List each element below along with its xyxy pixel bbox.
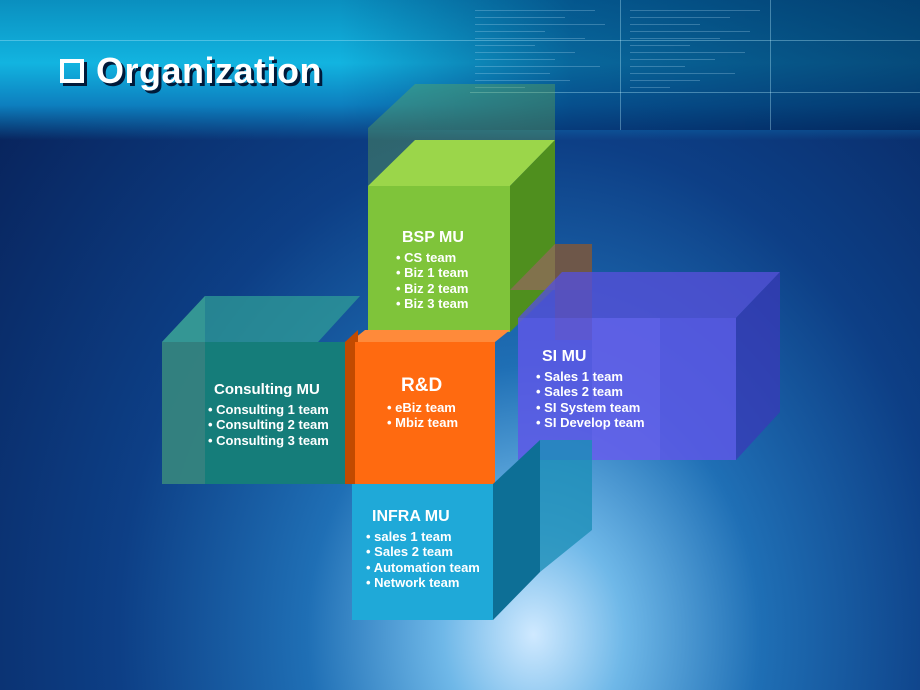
team-item: SI System team xyxy=(536,400,645,416)
team-item: SI Develop team xyxy=(536,415,644,431)
team-item: Biz 2 team xyxy=(396,281,468,297)
team-item: Network team xyxy=(366,575,480,591)
infra-label: INFRA MU sales 1 team Sales 2 team Autom… xyxy=(366,509,480,591)
rnd-block xyxy=(345,330,510,484)
code-texture xyxy=(475,10,615,94)
header-glow xyxy=(340,0,920,130)
checkbox-bullet-icon xyxy=(60,59,84,83)
team-item: Consulting 1 team xyxy=(208,402,329,418)
rnd-label: R&D eBiz team Mbiz team xyxy=(387,375,458,431)
consulting-title: Consulting MU xyxy=(214,381,320,398)
si-block xyxy=(518,272,780,460)
team-item: Biz 1 team xyxy=(396,265,468,281)
team-item: Consulting 2 team xyxy=(208,417,329,433)
team-item: Sales 2 team xyxy=(366,544,480,560)
grid-line xyxy=(0,40,920,41)
team-item: eBiz team xyxy=(387,400,458,416)
team-item: sales 1 team xyxy=(366,529,480,545)
team-item: Automation team xyxy=(366,560,480,576)
team-item: Mbiz team xyxy=(387,415,458,431)
bsp-title: BSP MU xyxy=(402,229,464,246)
grid-line xyxy=(620,0,621,130)
team-item: Biz 3 team xyxy=(396,296,468,312)
team-item: Sales 1 team xyxy=(536,369,645,385)
grid-line xyxy=(470,92,920,93)
rnd-title: R&D xyxy=(401,375,443,396)
si-title: SI MU xyxy=(542,348,587,365)
si-label: SI MU Sales 1 team Sales 2 team SI Syste… xyxy=(536,349,645,431)
team-item: Sales 2 team xyxy=(536,384,645,400)
bsp-label: BSP MU CS team Biz 1 team Biz 2 team Biz… xyxy=(402,230,468,312)
consulting-label: Consulting MU Consulting 1 team Consulti… xyxy=(208,382,329,448)
infra-title: INFRA MU xyxy=(372,508,450,525)
team-item: Consulting 3 team xyxy=(208,433,329,449)
code-texture xyxy=(630,10,770,94)
page-title-text: Organization xyxy=(96,50,323,91)
grid-line xyxy=(770,0,771,130)
team-item: CS team xyxy=(396,250,468,266)
page-title: Organization xyxy=(60,50,322,92)
